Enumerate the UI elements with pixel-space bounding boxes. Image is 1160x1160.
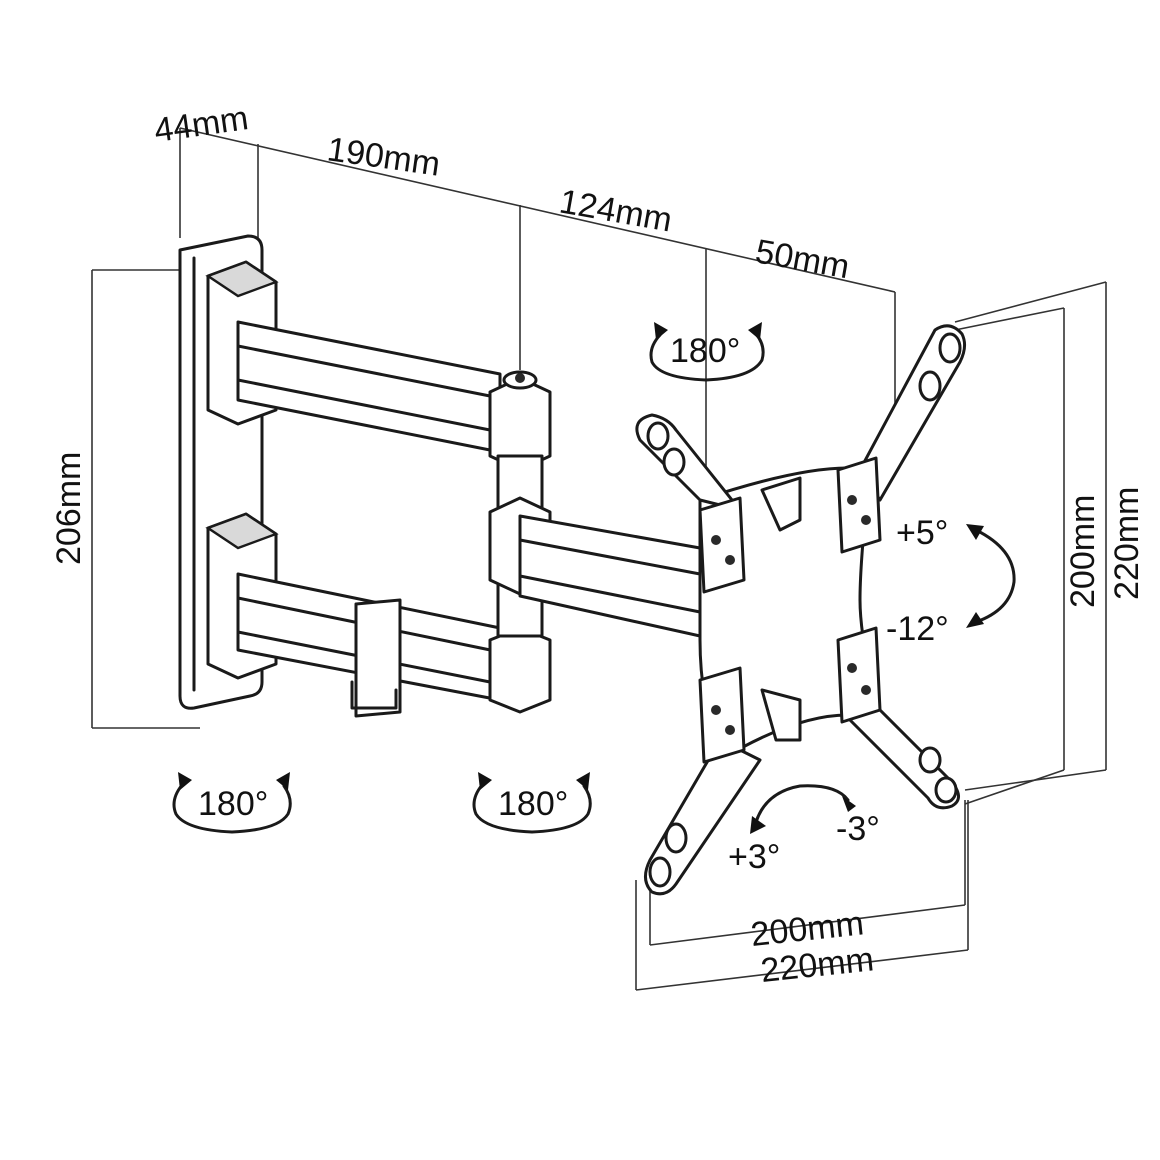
upper-arm [236,320,552,472]
dim-arm-2: 124mm [557,182,675,239]
dim-plate-height: 206mm [50,452,88,565]
lower-arm [236,572,552,718]
label-elbow-swivel: 180° [498,785,568,823]
dim-arm-1: 190mm [325,130,443,183]
label-level-minus: -3° [836,810,880,848]
label-top-swivel: 180° [670,332,740,370]
rotation-arrows [172,322,1016,834]
dim-plate-depth: 44mm [152,99,251,150]
label-level-plus: +3° [728,838,780,876]
dim-vesa-vertical-inner: 200mm [1064,495,1102,608]
label-tilt-up: +5° [896,514,948,552]
label-tilt-down: -12° [886,610,949,648]
dim-bracket-offset: 50mm [753,232,853,286]
label-wall-swivel: 180° [198,785,268,823]
forearm [518,514,702,638]
rotation-labels: 180° 180° 180° +5° -12° +3° -3° [198,332,949,876]
vesa-plate [635,324,967,896]
dim-vesa-vertical-outer: 220mm [1108,487,1146,600]
